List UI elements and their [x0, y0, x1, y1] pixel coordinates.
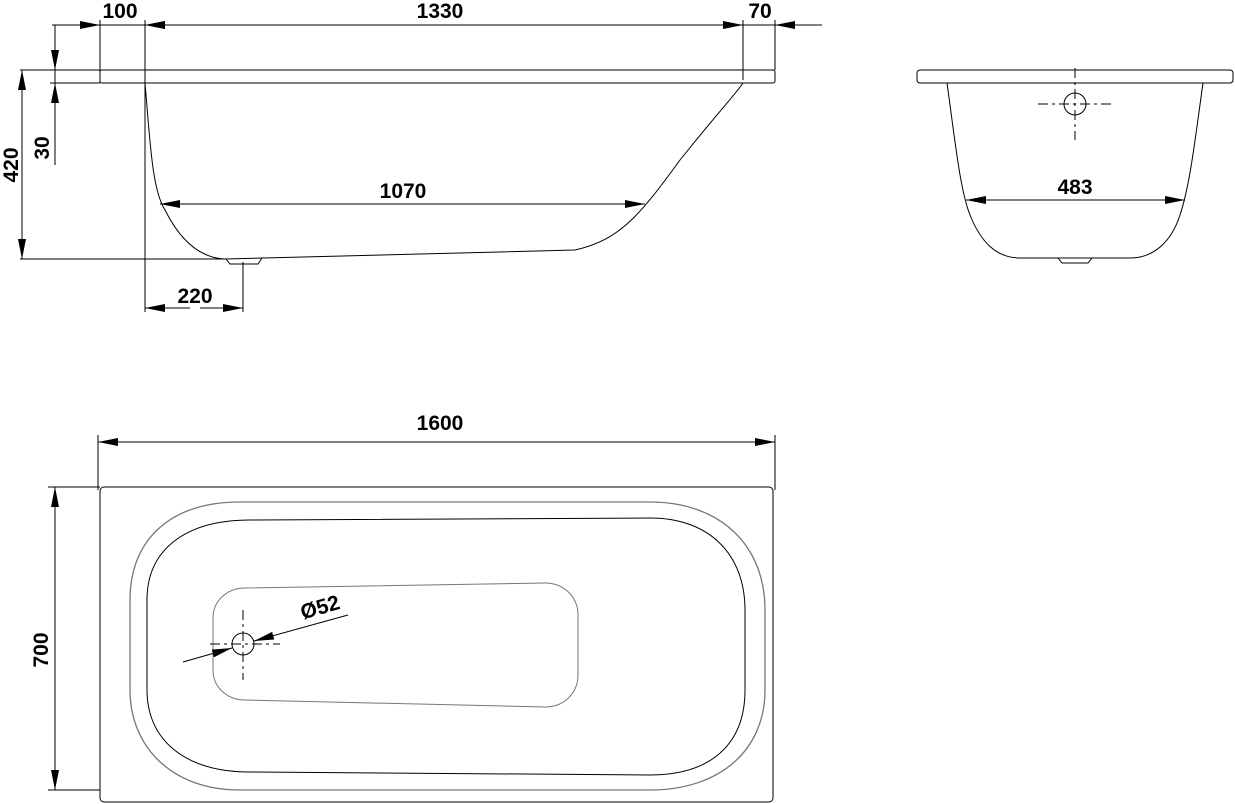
rim: [99, 69, 776, 84]
dim-220: 220: [177, 285, 212, 308]
dim-1070: 1070: [380, 180, 427, 203]
dim-100: 100: [102, 0, 137, 23]
dim-420: 420: [0, 147, 23, 182]
basin-floor: [212, 582, 579, 708]
foot: [225, 257, 263, 265]
dim-483: 483: [1057, 176, 1092, 199]
dim-70: 70: [748, 0, 771, 23]
dim-700: 700: [30, 632, 53, 667]
rim-edge: [129, 501, 766, 791]
dim-1600: 1600: [417, 412, 464, 435]
plan-view: 1600 700 Ø52: [30, 412, 776, 803]
tub-profile: [144, 82, 744, 260]
inner-basin: [146, 517, 746, 776]
dim-1330: 1330: [417, 0, 464, 23]
end-profile: [946, 82, 1204, 259]
dim-drain-diameter: Ø52: [298, 591, 343, 624]
dim-30: 30: [31, 136, 54, 159]
end-view: 483: [916, 68, 1234, 264]
end-foot: [1057, 257, 1093, 264]
side-view: 100 1330 70 30 420 1070 220: [0, 0, 822, 312]
plan-outline: [99, 486, 774, 803]
